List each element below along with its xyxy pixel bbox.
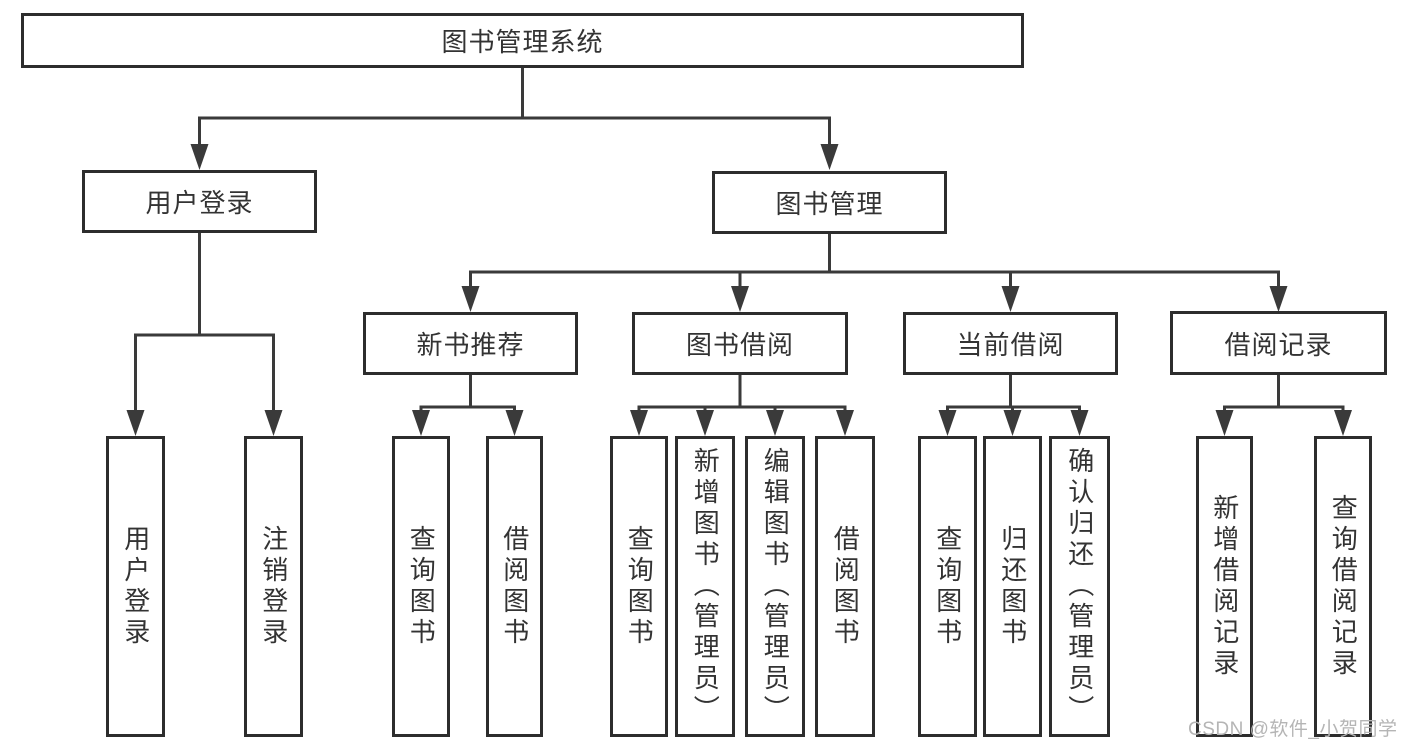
arrow-down-icon <box>1001 286 1020 312</box>
arrow-down-icon <box>461 286 480 312</box>
node-book-management: 图书管理 <box>712 171 947 234</box>
arrow-down-icon <box>731 286 749 312</box>
arrow-down-icon <box>126 410 145 436</box>
arrow-down-icon <box>1003 410 1022 436</box>
node-confirm-return-admin: 确认归还（管理员） <box>1049 436 1110 737</box>
arrow-down-icon <box>190 144 209 170</box>
arrow-down-icon <box>820 144 839 170</box>
node-add-borrow-record: 新增借阅记录 <box>1196 436 1253 737</box>
node-user-login-leaf: 用户登录 <box>106 436 165 737</box>
node-label: 查询图书 <box>932 524 963 649</box>
arrow-down-icon <box>1334 410 1352 436</box>
arrow-down-icon <box>412 410 430 436</box>
node-library-management-system: 图书管理系统 <box>21 13 1024 68</box>
node-label: 新增图书（管理员） <box>690 447 721 726</box>
node-query-books-current: 查询图书 <box>918 436 977 737</box>
node-borrow-books-recommend: 借阅图书 <box>486 436 543 737</box>
arrow-down-icon <box>264 410 283 436</box>
node-label: 查询借阅记录 <box>1328 493 1359 680</box>
arrow-down-icon <box>1070 410 1089 436</box>
node-new-book-recommendation: 新书推荐 <box>363 312 578 375</box>
node-label: 确认归还（管理员） <box>1064 447 1095 726</box>
node-label: 图书借阅 <box>685 330 794 360</box>
node-logout: 注销登录 <box>244 436 303 737</box>
node-book-borrowing: 图书借阅 <box>632 312 848 375</box>
node-label: 用户登录 <box>145 188 254 218</box>
node-label: 新书推荐 <box>416 330 525 360</box>
node-label: 查询图书 <box>406 524 437 649</box>
node-label: 归还图书 <box>997 524 1028 649</box>
arrow-down-icon <box>505 410 524 436</box>
node-label: 借阅图书 <box>499 524 530 649</box>
arrow-down-icon <box>766 410 784 436</box>
node-query-borrow-record: 查询借阅记录 <box>1314 436 1372 737</box>
arrow-down-icon <box>836 410 854 436</box>
node-current-borrowing: 当前借阅 <box>903 312 1118 375</box>
arrow-down-icon <box>1215 410 1234 436</box>
node-label: 借阅记录 <box>1224 329 1333 360</box>
node-borrowing-records: 借阅记录 <box>1170 311 1387 375</box>
node-user-login: 用户登录 <box>82 170 317 233</box>
node-edit-books-admin: 编辑图书（管理员） <box>745 436 805 737</box>
arrow-down-icon <box>630 410 648 436</box>
node-label: 图书管理系统 <box>441 27 604 57</box>
csdn-watermark: CSDN @软件_小贺同学 <box>1188 719 1398 740</box>
node-query-books-borrowing: 查询图书 <box>610 436 668 737</box>
arrow-down-icon <box>1269 286 1288 312</box>
node-label: 借阅图书 <box>830 524 861 649</box>
node-label: 新增借阅记录 <box>1209 493 1240 680</box>
arrow-down-icon <box>938 410 957 436</box>
node-add-books-admin: 新增图书（管理员） <box>675 436 735 737</box>
node-label: 注销登录 <box>258 524 289 649</box>
node-label: 编辑图书（管理员） <box>760 447 791 726</box>
node-label: 当前借阅 <box>956 330 1065 360</box>
arrow-down-icon <box>696 410 714 436</box>
node-label: 图书管理 <box>775 189 884 219</box>
arrowheads <box>126 144 1352 436</box>
node-query-books-recommend: 查询图书 <box>392 436 450 737</box>
node-label: 用户登录 <box>120 524 151 649</box>
node-label: 查询图书 <box>624 524 655 649</box>
node-borrow-books-borrowing: 借阅图书 <box>815 436 875 737</box>
node-return-books: 归还图书 <box>983 436 1042 737</box>
